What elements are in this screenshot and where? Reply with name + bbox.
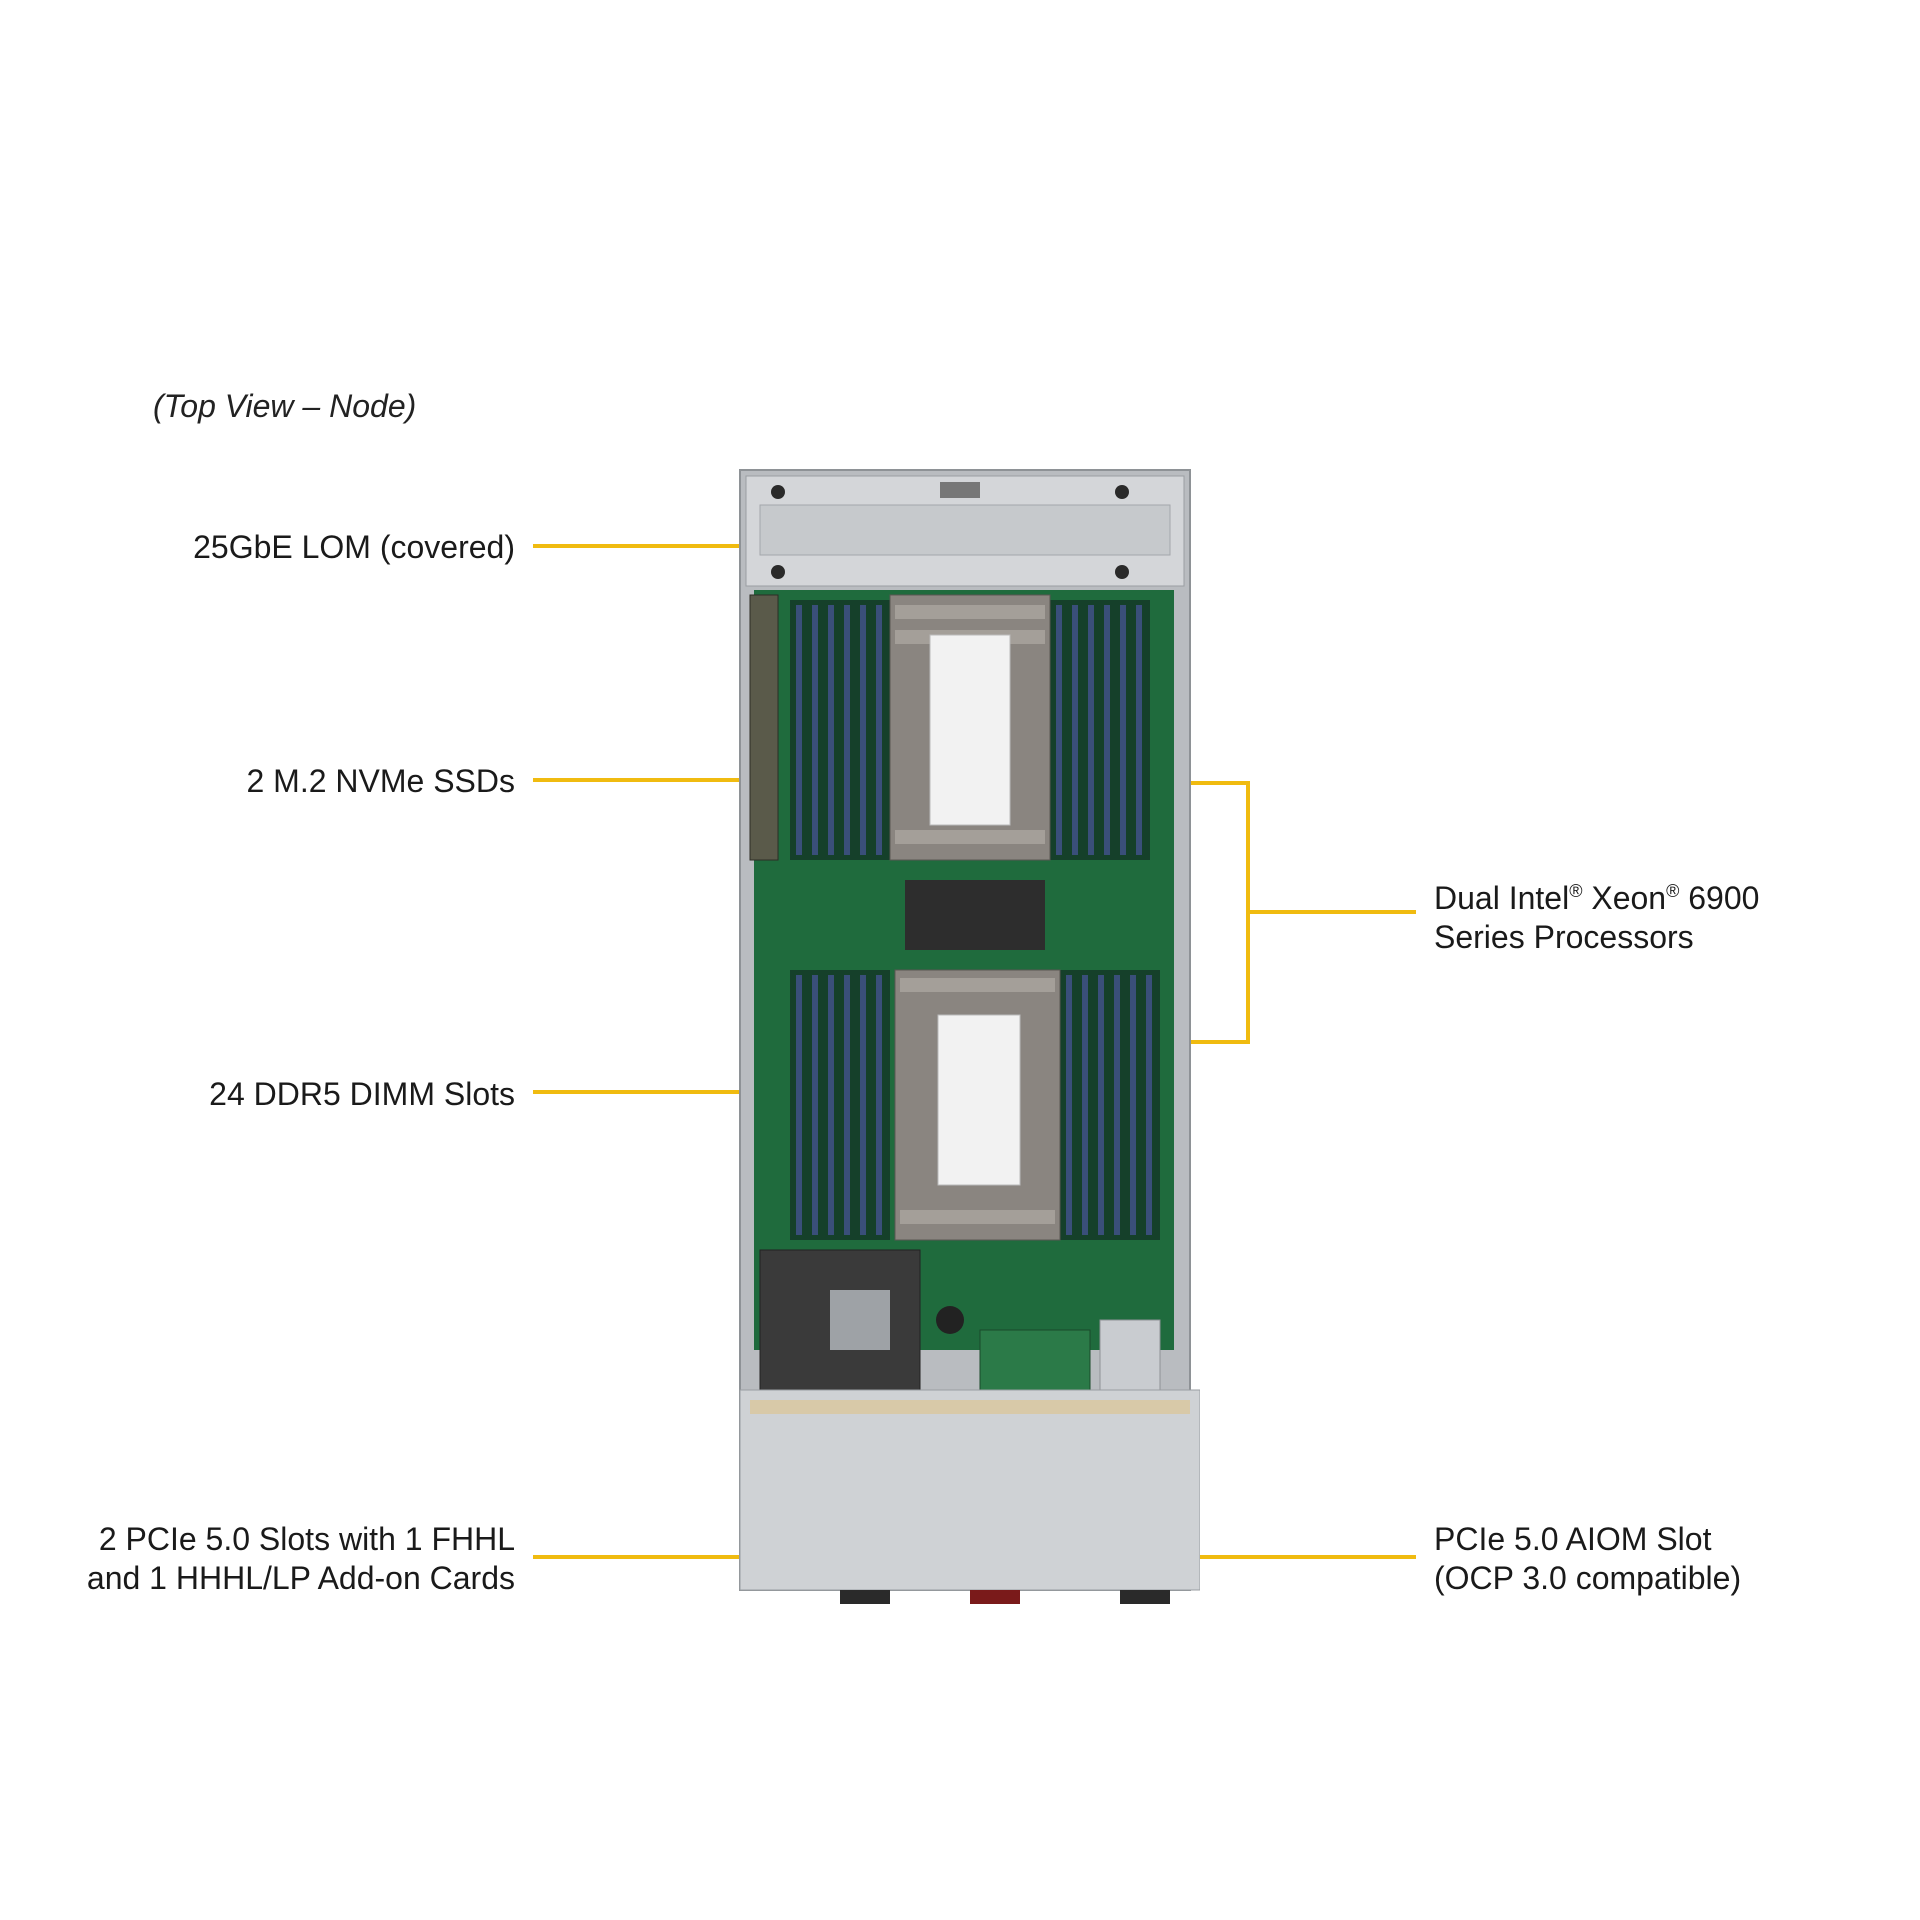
leader-lom (533, 544, 873, 548)
label-aiom-line1: PCIe 5.0 AIOM Slot (1434, 1521, 1712, 1557)
dimm-bank-upper-right (1050, 600, 1150, 860)
dimm-bank-lower-right (1060, 970, 1160, 1240)
label-pcie: 2 PCIe 5.0 Slots with 1 FHHL and 1 HHHL/… (87, 1520, 515, 1598)
leader-pcie (533, 1555, 881, 1559)
label-cpu-line1: Dual Intel® Xeon® 6900 (1434, 880, 1760, 916)
leader-dimm (533, 1090, 838, 1094)
label-aiom-line2: (OCP 3.0 compatible) (1434, 1560, 1742, 1596)
cpu2-heatsink (894, 969, 1061, 1241)
leader-cpu-main (1248, 910, 1416, 914)
label-dimm: 24 DDR5 DIMM Slots (209, 1076, 515, 1112)
label-lom: 25GbE LOM (covered) (193, 529, 515, 565)
dimm-bank-upper-left (790, 600, 890, 860)
leader-m2 (533, 778, 763, 782)
label-cpu-line2: Series Processors (1434, 919, 1694, 955)
leader-aiom (1082, 1555, 1416, 1559)
dimm-bank-lower-left (790, 970, 890, 1240)
label-pcie-line2: and 1 HHHL/LP Add-on Cards (86, 1560, 515, 1596)
vrm-area (905, 880, 1045, 950)
label-aiom: PCIe 5.0 AIOM Slot (OCP 3.0 compatible) (1434, 1520, 1741, 1598)
cpu1-label-plate (929, 634, 1011, 826)
label-cpu: Dual Intel® Xeon® 6900 Series Processors (1434, 872, 1759, 957)
leader-cpu-bracket-vertical (1246, 781, 1250, 1044)
server-node-illustration (739, 469, 1200, 1604)
m2-riser (749, 594, 779, 861)
cpu2-label-plate (937, 1014, 1021, 1186)
page-caption: (Top View – Node) (153, 388, 417, 424)
label-m2: 2 M.2 NVMe SSDs (246, 763, 515, 799)
label-pcie-line1: 2 PCIe 5.0 Slots with 1 FHHL (98, 1521, 515, 1557)
cpu1-heatsink (889, 594, 1051, 861)
rear-expansion-bay (739, 1389, 1200, 1591)
